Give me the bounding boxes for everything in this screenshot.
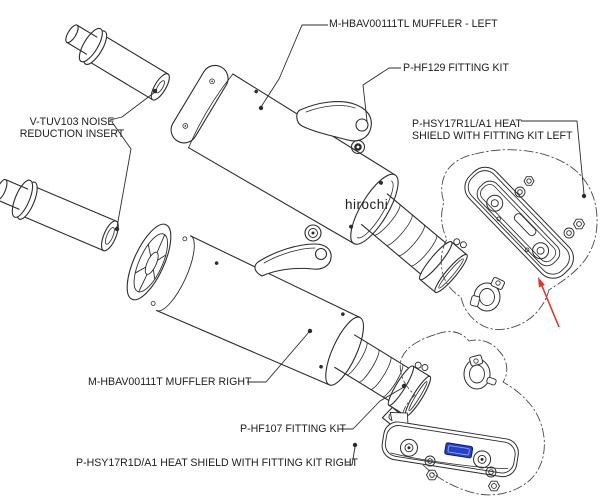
label-muffler-right: M-HBAV00111T MUFFLER RIGHT [88, 376, 252, 388]
heat-shield-left-hardware [514, 176, 585, 239]
leader-heat-shield-right [346, 446, 356, 466]
akrapovic-blue-badge [444, 442, 474, 459]
leader-noise-insert-bottom [111, 121, 132, 228]
heat-shield-right-plate [381, 411, 519, 478]
heat-shield-right-group [381, 331, 545, 496]
label-heat-shield-right: P-HSY17R1D/A1 HEAT SHIELD WITH FITTING K… [76, 457, 358, 469]
label-muffler-left: M-HBAV00111TL MUFFLER - LEFT [329, 18, 498, 30]
leader-heat-shield-left [521, 120, 585, 195]
noise-insert-bottom-drawing [0, 178, 119, 252]
group-boundary-left [440, 149, 598, 330]
group-boundary-right [399, 331, 545, 496]
leader-lines [109, 24, 587, 466]
label-noise-insert-line2: REDUCTION INSERT [20, 128, 125, 140]
muffler-right-bracket-drawing [254, 224, 332, 277]
watermark-text: hirochi [345, 197, 388, 212]
label-fitting-kit-107: P-HF107 FITTING KIT [240, 423, 346, 435]
heat-shield-left-group [440, 149, 598, 330]
clamp-right-kit [463, 354, 497, 390]
noise-insert-top-drawing [65, 24, 170, 101]
heat-shield-right-hardware [424, 455, 500, 492]
muffler-left-drawing [170, 64, 468, 294]
leader-noise-insert-top [109, 91, 156, 121]
red-arrow-shaft [541, 285, 560, 328]
heat-shield-left-plate [464, 166, 574, 279]
label-heat-shield-left-line1: P-HSY17R1L/A1 HEAT [412, 118, 522, 130]
label-heat-shield-left-line2: SHIELD WITH FITTING KIT LEFT [412, 130, 573, 142]
clamp-left-kit [469, 276, 505, 312]
fitting-kit-129-bracket-drawing [296, 101, 372, 155]
red-arrow-head [538, 277, 545, 288]
label-fitting-kit-129: P-HF129 FITTING KIT [403, 62, 509, 74]
leader-muffler-right [247, 331, 310, 383]
leader-fitting-kit-129 [362, 67, 401, 122]
leader-muffler-left [260, 24, 328, 108]
red-pointer-arrow [538, 277, 560, 328]
part-labels: M-HBAV00111TL MUFFLER - LEFT P-HF129 FIT… [20, 18, 573, 469]
label-noise-insert-line1: V-TUV103 NOISE [30, 116, 115, 128]
leader-fitting-kit-107 [338, 386, 405, 430]
